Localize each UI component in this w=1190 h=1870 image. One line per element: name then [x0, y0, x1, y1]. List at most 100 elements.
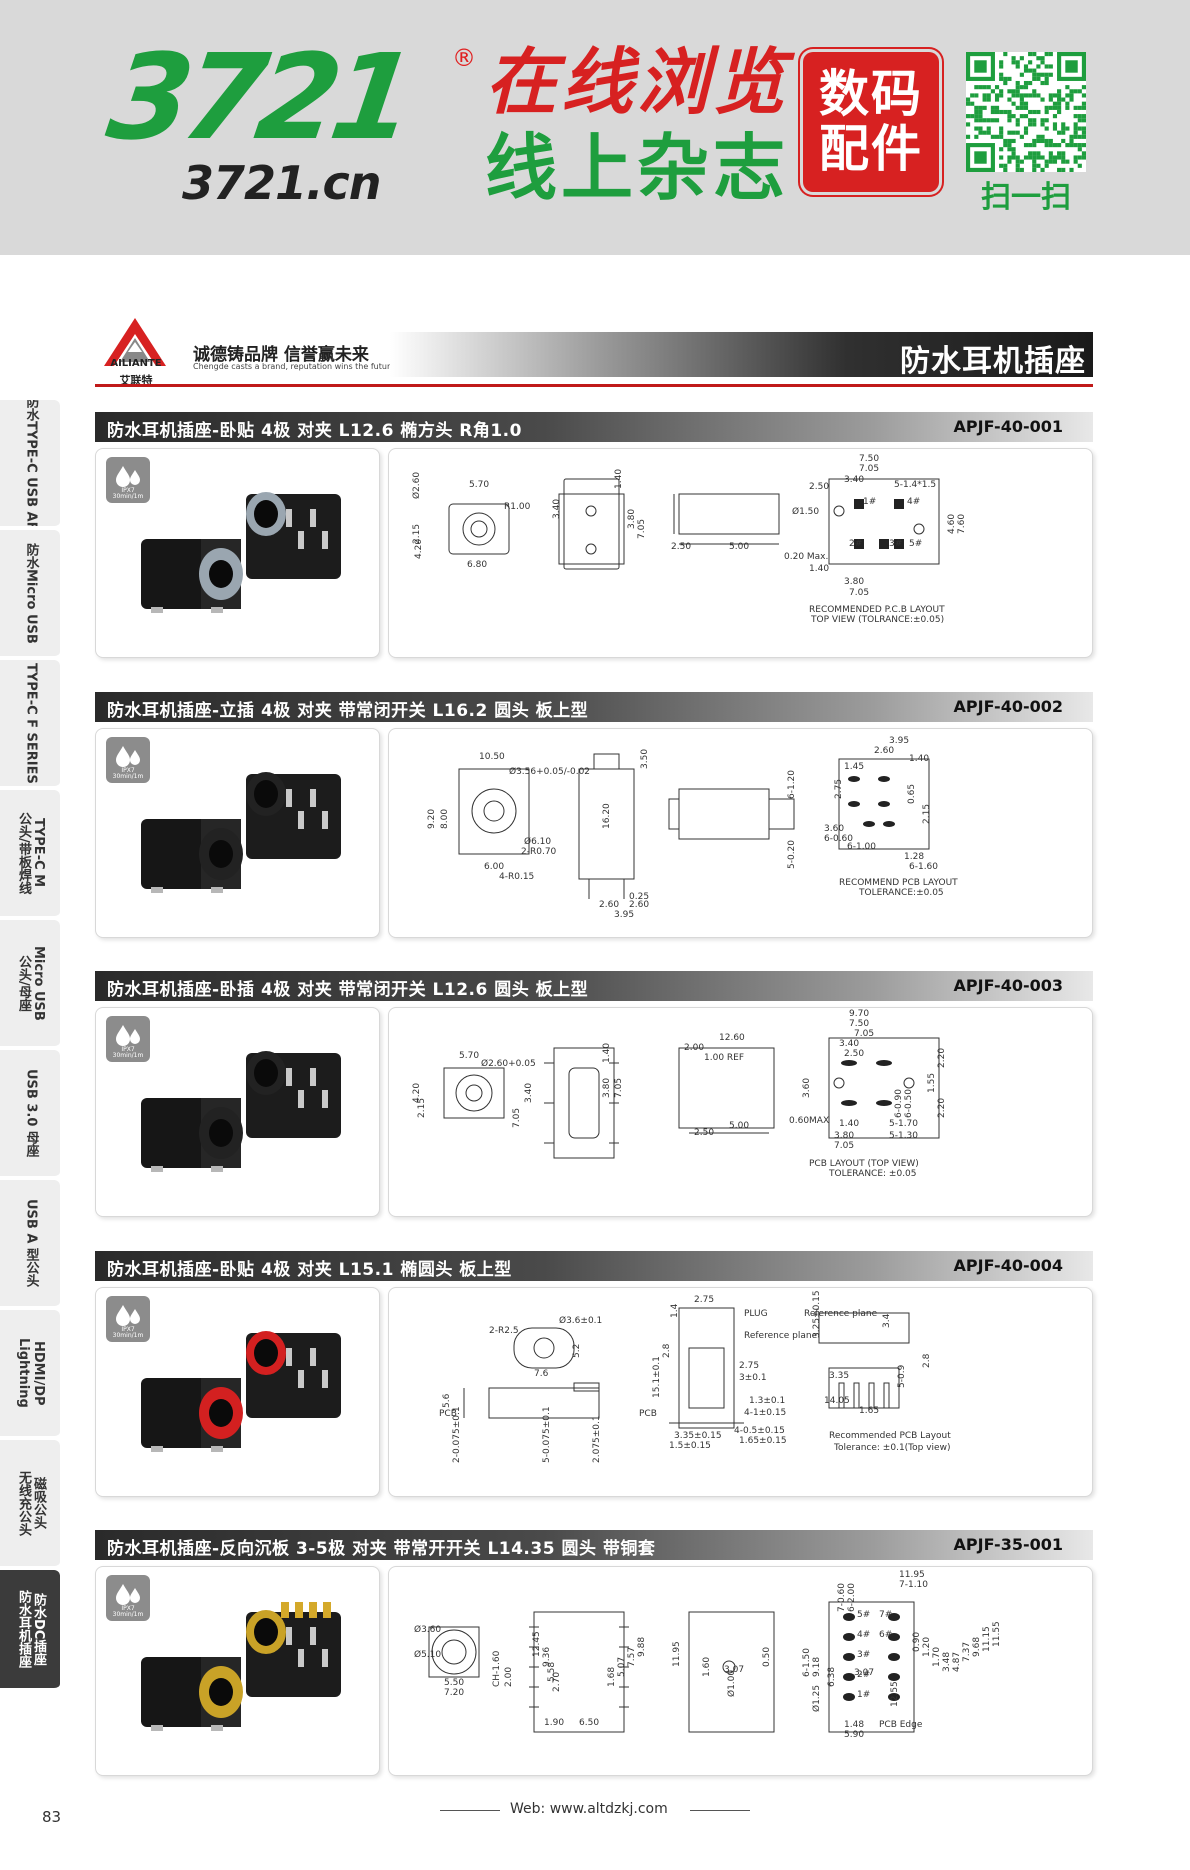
side-tab-10[interactable]: 防水DC插座 防水耳机插座 [0, 1570, 60, 1690]
logo-number: 3721 [100, 28, 417, 166]
ipx7-badge: IPX7 30min/1m [106, 737, 150, 783]
dimension-label: 5.58 [547, 1662, 557, 1682]
dimension-label: 2-0.075±0.1 [452, 1406, 462, 1463]
product-photo[interactable]: IPX7 30min/1m [95, 448, 380, 658]
dimension-label: 15.1±0.1 [652, 1356, 662, 1398]
top-banner: 3721 ® 3721.cn 在线浏览 线上杂志 数码 配件 扫一扫 [0, 0, 1190, 255]
dimension-label: TOLERANCE: ±0.05 [828, 1169, 917, 1179]
connector-pin [151, 1166, 163, 1172]
side-tab-label: 防水DC插座 防水耳机插座 [16, 1590, 46, 1668]
dimension-label: 2.70 [552, 1672, 562, 1692]
side-tab-label: USB A 型公头 [23, 1199, 39, 1287]
dimension-label: 4.60 [947, 514, 957, 534]
product-photo[interactable]: IPX7 30min/1m [95, 1007, 380, 1217]
dimension-label: 6-0.50 [904, 1089, 914, 1118]
side-tab-8[interactable]: HDMI/DP Lightning [0, 1310, 60, 1438]
page-title: 防水耳机插座 [900, 344, 1086, 379]
product-photo[interactable]: IPX7 30min/1m [95, 728, 380, 938]
drawing-outline [768, 798, 795, 830]
side-tab-6[interactable]: USB 3.0 母座 [0, 1050, 60, 1178]
connector-pin [151, 1446, 163, 1452]
dimension-label: 1.68 [607, 1667, 617, 1687]
side-tab-label: TYPE-C M 公头/带板焊线 [16, 811, 46, 895]
gold-pin [309, 1602, 317, 1618]
dimension-label: 10.50 [479, 752, 505, 762]
drawing-circle [441, 1639, 467, 1665]
badge-line1: IPX7 [121, 1045, 135, 1053]
dimension-label: 7.50 [849, 1019, 869, 1029]
connector-pin [286, 1627, 292, 1645]
dimension-label: Tolerance: ±0.1(Top view) [833, 1443, 950, 1453]
side-tab-2[interactable]: 防水Micro USB [0, 530, 60, 658]
product-photo[interactable]: IPX7 30min/1m [95, 1287, 380, 1497]
dimension-label: 1.28 [904, 852, 924, 862]
connector-pin [286, 1068, 292, 1086]
side-tab-4[interactable]: TYPE-C M 公头/带板焊线 [0, 790, 60, 918]
dimension-label: R1.00 [504, 502, 531, 512]
pcb-pad [843, 1613, 855, 1621]
product-section: 防水耳机插座-卧贴 4极 对夹 L12.6 椭方头 R角1.0 APJF-40-… [95, 412, 1093, 658]
connector-pin [151, 887, 163, 893]
connector-pin [310, 509, 316, 527]
product-title: 防水耳机插座-卧贴 4极 对夹 L15.1 椭圆头 板上型 [107, 1260, 512, 1280]
dimension-label: 9.68 [972, 1637, 982, 1657]
dimension-label: 3.50 [640, 749, 650, 769]
side-tab-7[interactable]: USB A 型公头 [0, 1180, 60, 1308]
connector-pin [211, 1166, 223, 1172]
header-bar [390, 332, 1093, 377]
pcb-pad [888, 1653, 900, 1661]
dimension-label: 7-1.10 [899, 1580, 928, 1590]
dimension-label: 5-1.30 [889, 1131, 918, 1141]
product-photo[interactable]: IPX7 30min/1m [95, 1566, 380, 1776]
pcb-pad [843, 1653, 855, 1661]
footer-website[interactable]: Web: www.altdzkj.com [510, 1801, 668, 1817]
dimension-label: 5# [857, 1610, 870, 1620]
drawing-outline [828, 1601, 915, 1733]
connector-pin [298, 1370, 304, 1388]
connector-pin [298, 1090, 304, 1108]
product-section: 防水耳机插座-反向沉板 3-5极 对夹 带常开开关 L14.35 圆头 带铜套 … [95, 1530, 1093, 1776]
ipx7-badge: IPX7 30min/1m [106, 457, 150, 503]
side-tab-3[interactable]: TYPE-C F SERIES [0, 660, 60, 788]
dimension-label: 5.00 [729, 542, 749, 552]
dimension-label: 0.90 [912, 1632, 922, 1652]
dimension-label: 2-R0.70 [521, 847, 557, 857]
dimension-label: 5-1.4*1.5 [894, 480, 936, 490]
dimension-label: 9.88 [637, 1637, 647, 1657]
logo-domain: 3721.cn [182, 156, 382, 210]
product-title-bar: 防水耳机插座-卧插 4极 对夹 带常闭开关 L12.6 圆头 板上型 APJF-… [95, 971, 1093, 1001]
dimension-label: 3±0.1 [739, 1373, 767, 1383]
drawing-outline [593, 753, 620, 770]
side-tab-1[interactable]: 防水TYPE-C USB AF [0, 400, 60, 528]
connector-pin [286, 1348, 292, 1366]
dimension-label: Reference plane [804, 1309, 878, 1319]
dimension-label: 2.75 [739, 1361, 759, 1371]
qr-code-icon[interactable] [966, 52, 1086, 172]
pcb-pad [894, 539, 904, 549]
dimension-label: Recommended PCB Layout [829, 1431, 951, 1441]
dimension-label: 1.4 [670, 1303, 680, 1318]
page-number: 83 [42, 1808, 62, 1826]
dimension-label: 11.55 [992, 1621, 1002, 1647]
pcb-pad [888, 1613, 900, 1621]
dimension-label: 7.50 [859, 454, 879, 464]
side-tab-label: Micro USB 公头/母座 [16, 945, 46, 1021]
side-tab-9[interactable]: 磁吸公头 无线充公头 [0, 1440, 60, 1568]
dimension-label: Ø5.10 [414, 1649, 441, 1660]
connector-pin [211, 1446, 223, 1452]
side-tab-5[interactable]: Micro USB 公头/母座 [0, 920, 60, 1048]
product-title: 防水耳机插座-卧贴 4极 对夹 L12.6 椭方头 R角1.0 [107, 421, 522, 441]
dimension-label: 7.05 [512, 1108, 522, 1128]
connector-pin [322, 811, 328, 829]
dimension-label: 5.70 [469, 480, 489, 490]
product-title-bar: 防水耳机插座-立插 4极 对夹 带常闭开关 L16.2 圆头 板上型 APJF-… [95, 692, 1093, 722]
connector-hole [209, 1119, 233, 1147]
dimension-label: 6.50 [579, 1718, 599, 1728]
dimension-label: Ø3.56+0.05/-0.02 [509, 766, 590, 777]
